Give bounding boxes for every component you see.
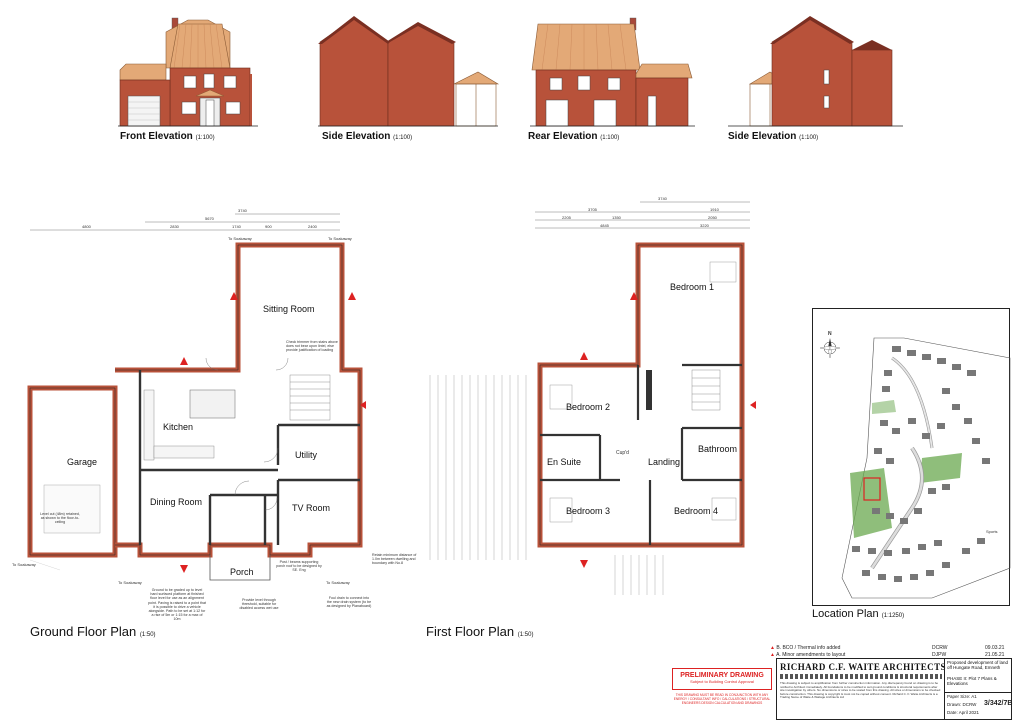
drawing-date: Date: April 2021 bbox=[947, 710, 980, 715]
note-soakaway-4: To Soakaway bbox=[118, 580, 142, 585]
dim-f-top2b: 1910 bbox=[710, 207, 719, 212]
phase-desc: PHASE II: Plot 7 Plans & Elevations bbox=[947, 676, 997, 686]
room-bathroom: Bathroom bbox=[698, 444, 738, 454]
elevation-title-side-1: Side Elevation (1:100) bbox=[322, 131, 413, 142]
side-elevation-right bbox=[728, 16, 903, 127]
revision-a-label: ▲ A. Minor amendments to layout bbox=[770, 652, 846, 658]
note-soakaway-5: To Soakaway bbox=[326, 580, 350, 585]
disclaimer: This drawing is subject to amplification… bbox=[780, 681, 941, 700]
elevation-title-front: Front Elevation (1:100) bbox=[120, 131, 215, 142]
room-utility: Utility bbox=[295, 450, 317, 460]
front-elevation bbox=[118, 17, 258, 127]
dim-f-top1: 3740 bbox=[658, 196, 667, 201]
firm-strip bbox=[780, 674, 942, 679]
note-level-cut: Level cut (48m) retained, as shown to th… bbox=[40, 512, 80, 525]
dim-g-top3b: 2830 bbox=[170, 224, 179, 229]
dim-f-top3b: 1350 bbox=[612, 215, 621, 220]
room-landing: Landing bbox=[648, 457, 681, 467]
dim-f-top2a: 3705 bbox=[588, 207, 597, 212]
dim-g-top2c: 900 bbox=[265, 224, 272, 229]
room-dining: Dining Room bbox=[150, 497, 203, 507]
dim-g-top1: 3740 bbox=[238, 208, 247, 213]
note-post-beam: Post / beams supporting porch roof to be… bbox=[276, 560, 322, 573]
location-sports-label: Sports bbox=[986, 529, 998, 534]
dim-f-top3a: 2205 bbox=[562, 215, 571, 220]
dim-g-top2b: 1740 bbox=[232, 224, 241, 229]
first-floor-plan bbox=[429, 201, 756, 595]
room-bedroom-1: Bedroom 1 bbox=[670, 282, 715, 292]
stamp-subtitle: Subject to Building Control Approval bbox=[690, 679, 754, 684]
stamp-note: THIS DRAWING MUST BE READ IN CONJUNCTION… bbox=[673, 693, 771, 705]
side-elevation-left bbox=[318, 16, 500, 127]
room-bedroom-2: Bedroom 2 bbox=[566, 402, 611, 412]
plan-title-location: Location Plan (1:1250) bbox=[812, 608, 905, 620]
firm-name: RICHARD C.F. WAITE ARCHITECTS bbox=[780, 662, 946, 672]
compass-icon bbox=[819, 338, 841, 359]
plan-title-first: First Floor Plan (1:50) bbox=[426, 624, 534, 639]
preliminary-stamp: PRELIMINARY DRAWING Subject to Building … bbox=[672, 668, 772, 690]
room-tv: TV Room bbox=[292, 503, 331, 513]
dim-g-top2d: 2400 bbox=[308, 224, 317, 229]
ground-floor-plan bbox=[27, 213, 366, 581]
tb-divider-h bbox=[944, 692, 1012, 693]
room-kitchen: Kitchen bbox=[163, 422, 194, 432]
room-ensuite: En Suite bbox=[547, 457, 582, 467]
revision-a-date: 21.05.21 bbox=[985, 652, 1005, 658]
revision-b-label: ▲ B. BCO / Thermal info added bbox=[770, 645, 841, 651]
rear-elevation bbox=[530, 17, 695, 127]
drawing-number: 3/342/7B bbox=[984, 700, 1013, 707]
revision-a-by: DJPW bbox=[932, 652, 947, 658]
note-soakaway-2: To Soakaway bbox=[328, 236, 352, 241]
location-plan-frame bbox=[812, 308, 1010, 606]
elevation-title-side-2: Side Elevation (1:100) bbox=[728, 131, 819, 142]
dim-g-top2a: 5670 bbox=[205, 216, 214, 221]
revision-b-date: 09.03.21 bbox=[985, 645, 1005, 651]
location-plan-map bbox=[819, 337, 1011, 599]
room-bedroom-4: Bedroom 4 bbox=[674, 506, 719, 516]
dim-f-top4b: 3220 bbox=[700, 223, 709, 228]
project-desc: Proposed development of land off Hungate… bbox=[947, 660, 1009, 670]
plan-title-ground: Ground Floor Plan (1:50) bbox=[30, 624, 156, 639]
note-foul-drain: Foul drain to connect into the new drain… bbox=[326, 596, 372, 609]
revision-b-by: DCRW bbox=[932, 645, 948, 651]
note-check-timber: Check trimmer from stairs above does not… bbox=[286, 340, 338, 353]
room-bedroom-3: Bedroom 3 bbox=[566, 506, 611, 516]
tb-divider-v bbox=[944, 658, 945, 720]
dim-f-top3c: 2050 bbox=[708, 215, 717, 220]
drawn-by: Drawn: DCRW bbox=[947, 702, 977, 707]
compass-north-label: N bbox=[828, 331, 832, 337]
dim-f-top4a: 4845 bbox=[600, 223, 609, 228]
note-retain-min: Retain minimum distance of 1.0m between … bbox=[372, 553, 417, 566]
note-ground-level: Ground to be graded up to level hard sur… bbox=[148, 588, 206, 622]
room-garage: Garage bbox=[67, 457, 98, 467]
note-provide-level: Provide level through threshold, suitabl… bbox=[239, 598, 279, 611]
stamp-title: PRELIMINARY DRAWING bbox=[680, 672, 764, 679]
elevation-title-rear: Rear Elevation (1:100) bbox=[528, 131, 620, 142]
dim-g-top3a: 4800 bbox=[82, 224, 91, 229]
note-soakaway-3: To Soakaway bbox=[12, 562, 36, 567]
paper-size: Paper Size: A1 bbox=[947, 694, 977, 699]
note-soakaway-1: To Soakaway bbox=[228, 236, 252, 241]
room-porch: Porch bbox=[230, 567, 254, 577]
room-cupboard: Cup'd bbox=[616, 450, 629, 456]
title-block-frame bbox=[776, 658, 1012, 720]
room-sitting: Sitting Room bbox=[263, 304, 315, 314]
